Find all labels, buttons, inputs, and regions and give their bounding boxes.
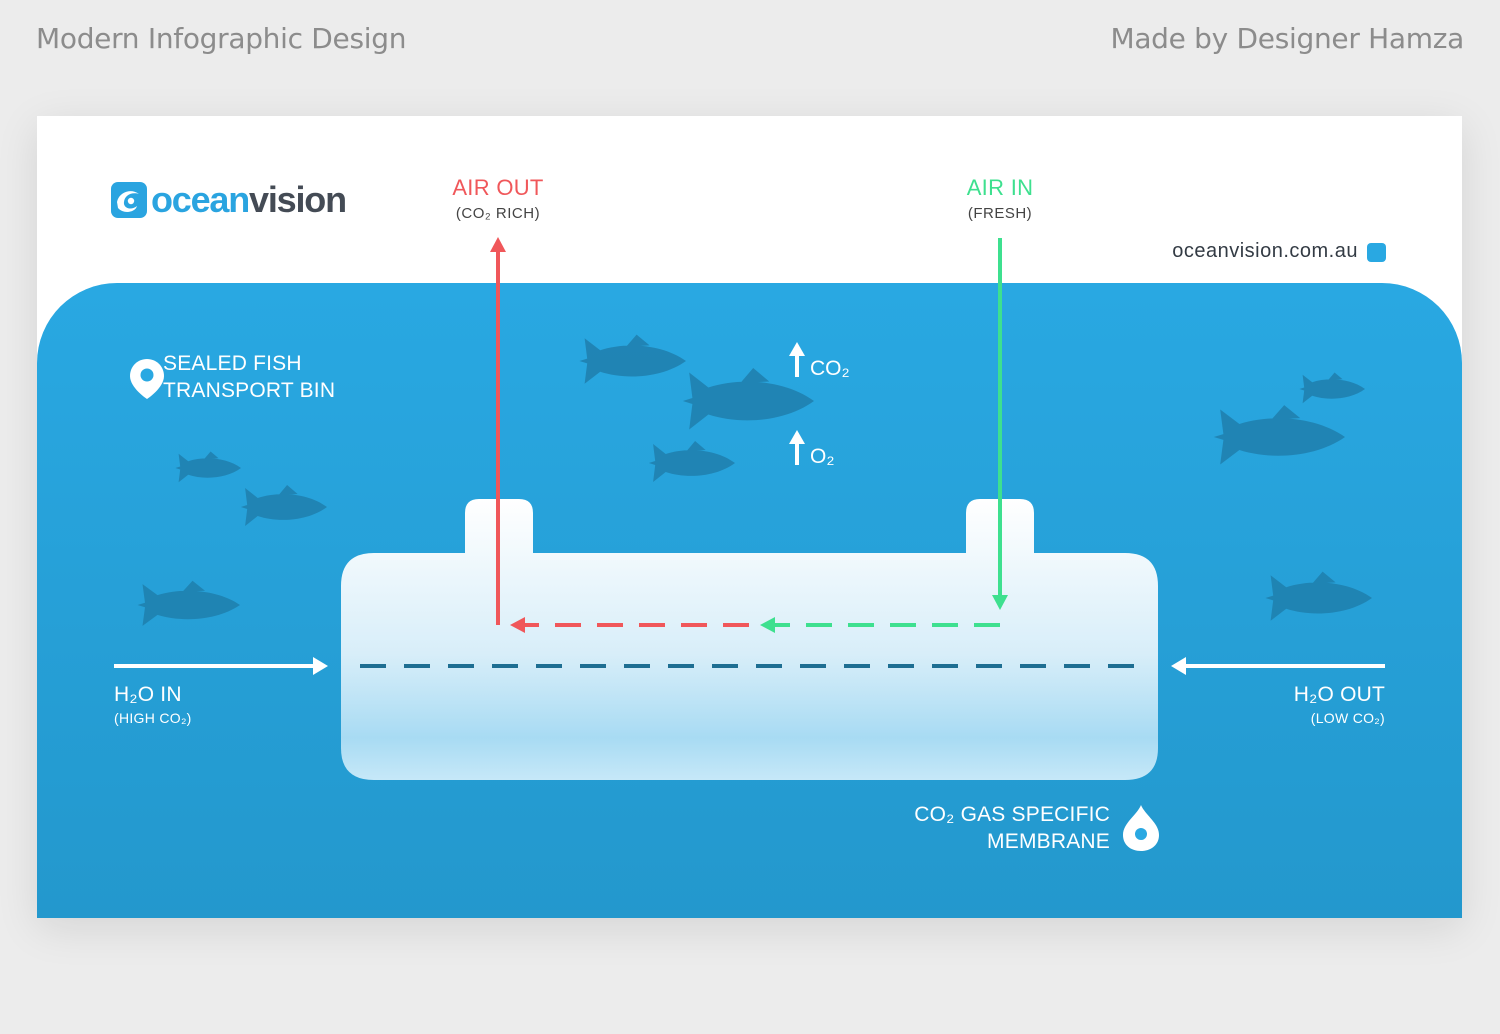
logo-text-ocean: ocean [151,179,250,220]
air-in-arrow [760,238,1008,633]
brand-logo: oceanvision [109,179,347,220]
bin-label-line2: TRANSPORT BIN [163,379,336,402]
fish-school [114,334,1385,851]
air-out-sub: (CO₂ RICH) [455,205,541,222]
h2o-out-title: H₂O OUT [1293,683,1385,706]
h2o-in-label: H₂O IN (HIGH CO₂) [114,681,192,726]
bin-label-line1: SEALED FISH [163,352,302,375]
air-out-arrow [490,237,749,633]
page-header-right: Made by Designer Hamza [1110,22,1464,55]
h2o-in-arrow [114,657,328,675]
air-in-title: AIR IN [966,175,1034,200]
h2o-out-sub: (LOW CO₂) [1310,710,1385,726]
infographic-card: oceanvision oceanvision.com.au AIR OUT (… [37,116,1462,918]
logo-text-vision: vision [249,179,347,220]
h2o-out-arrow [1171,657,1385,675]
co2-label: CO₂ [810,357,850,380]
bin-label: SEALED FISH TRANSPORT BIN [163,350,335,404]
website-url[interactable]: oceanvision.com.au [1172,240,1358,262]
air-in-sub: (FRESH) [967,205,1033,222]
page-header-left: Modern Infographic Design [36,22,407,55]
air-flow-arrows [490,237,1008,633]
air-out-title: AIR OUT [452,175,544,200]
h2o-in-sub: (HIGH CO₂) [114,710,192,726]
transport-bin-tank [341,499,1158,780]
wave-swirl-icon [111,182,147,218]
h2o-out-label: H₂O OUT (LOW CO₂) [1294,681,1385,726]
air-out-label: AIR OUT (CO₂ RICH) [398,175,598,222]
membrane-label-line2: MEMBRANE [987,830,1110,853]
membrane-label: CO₂ GAS SPECIFIC MEMBRANE [914,801,1110,855]
ocean-background: SEALED FISH TRANSPORT BIN CO₂ O₂ H₂O IN … [37,283,1462,918]
o2-up-arrow [789,430,805,465]
location-pin-icon [130,359,164,399]
water-drop-icon [1123,805,1159,851]
website-marker [1367,243,1386,262]
co2-up-arrow [789,342,805,377]
membrane-label-line1: CO₂ GAS SPECIFIC [914,803,1110,826]
air-in-label: AIR IN (FRESH) [900,175,1100,222]
h2o-in-title: H₂O IN [114,683,182,706]
o2-label: O₂ [810,445,835,468]
